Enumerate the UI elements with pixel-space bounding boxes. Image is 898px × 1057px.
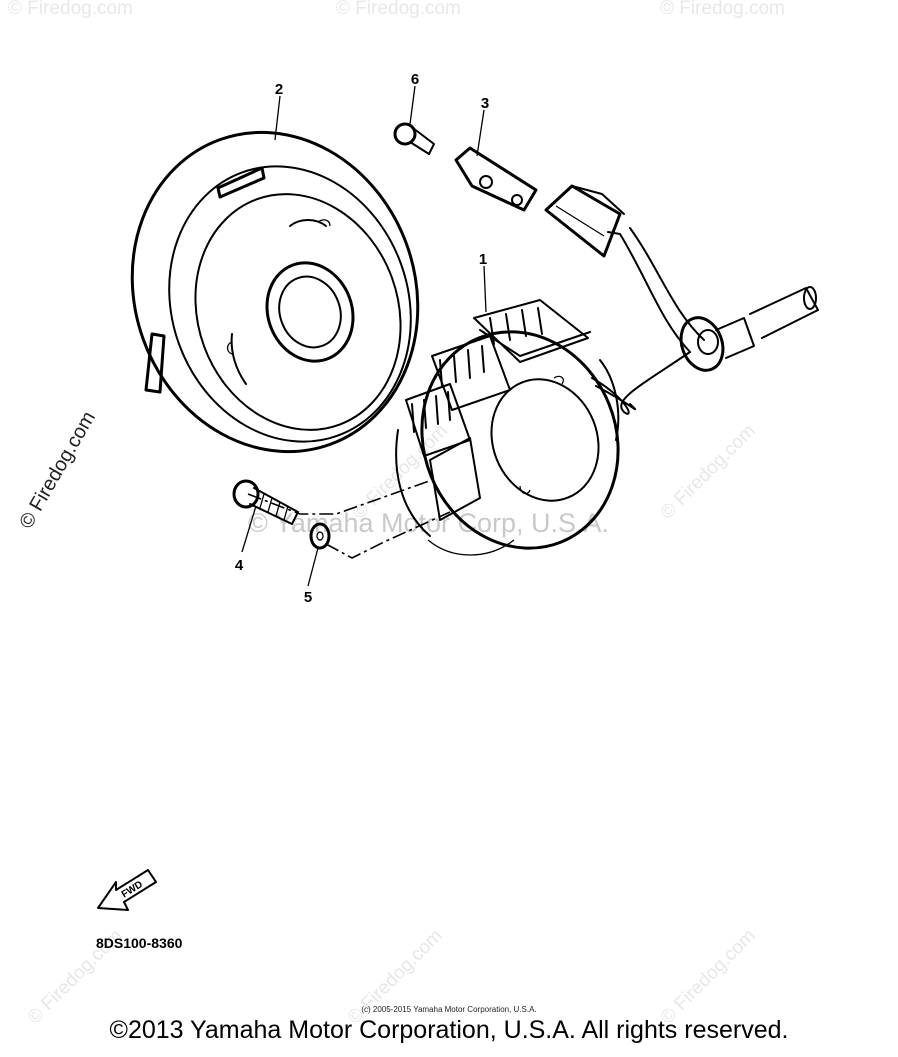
watermark-brand: © Firedog.com — [660, 0, 785, 19]
part-6-screw — [393, 122, 435, 155]
part-1-stator-assembly — [395, 299, 620, 556]
part-3-pickup-coil — [454, 146, 538, 212]
callout-1: 1 — [479, 251, 487, 268]
watermark-layer: © Firedog.com © Firedog.com © Firedog.co… — [8, 0, 785, 1029]
stator-coupler-connector — [544, 184, 625, 258]
diagram-code: 8DS100-8360 — [96, 935, 183, 951]
callout-2: 2 — [275, 81, 283, 98]
watermark-center: © Yamaha Motor Corp, U.S.A. — [248, 508, 609, 538]
callout-numbers: 2 6 3 1 4 5 — [235, 71, 489, 606]
assembly-guide-lines — [247, 479, 451, 559]
watermark-brand: © Firedog.com — [657, 420, 760, 523]
callout-3: 3 — [481, 95, 489, 112]
fwd-direction-arrow: FWD — [97, 869, 157, 911]
part-4-bolt — [232, 479, 299, 525]
leader-lines — [241, 85, 487, 587]
watermark-brand: © Firedog.com — [8, 0, 133, 19]
callout-6: 6 — [411, 71, 419, 88]
part-5-washer — [309, 522, 331, 550]
stator-wire-harness — [591, 227, 819, 415]
callout-4: 4 — [235, 557, 244, 574]
watermark-brand-side: © Firedog.com — [15, 408, 100, 533]
watermark-brand: © Firedog.com — [336, 0, 461, 19]
small-copyright: (c) 2005-2015 Yamaha Motor Corporation, … — [361, 1005, 536, 1014]
callout-5: 5 — [304, 589, 312, 606]
watermark-brand: © Firedog.com — [657, 925, 760, 1028]
part-2-flywheel-rotor — [130, 130, 420, 454]
footer-copyright: ©2013 Yamaha Motor Corporation, U.S.A. A… — [109, 1016, 789, 1044]
